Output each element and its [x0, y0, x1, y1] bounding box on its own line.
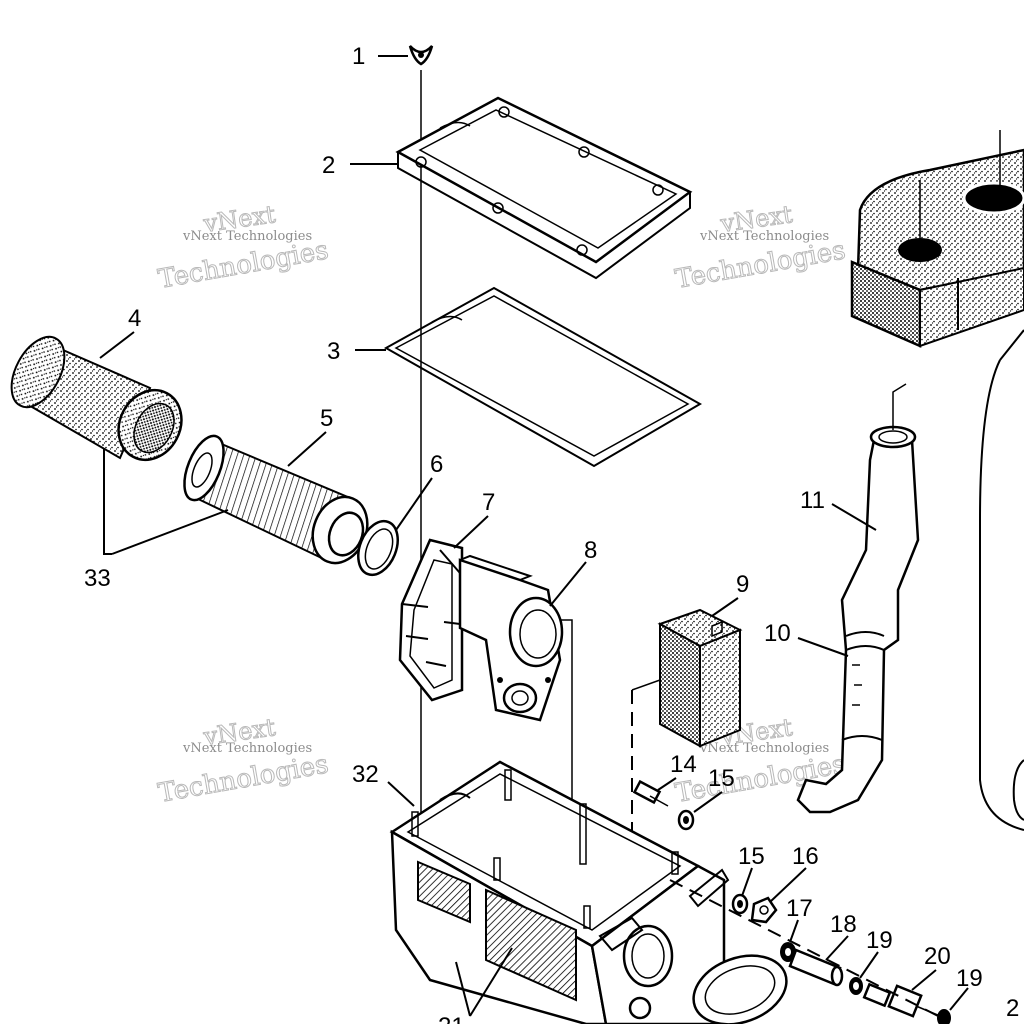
callout-14: 14 [670, 751, 697, 778]
callout-2: 2 [322, 152, 335, 179]
callout-10: 10 [764, 620, 791, 647]
bolt-14 [632, 779, 669, 807]
callout-20: 20 [924, 943, 951, 970]
callout-1: 1 [352, 43, 365, 70]
svg-text:vNext Technologies: vNext Technologies [699, 229, 829, 244]
callout-15-upper: 15 [708, 765, 735, 792]
callout-21: 21 [438, 1013, 465, 1024]
clamp-19-upper [849, 977, 863, 995]
callout-19-lower: 19 [956, 965, 983, 992]
callout-2-partial: 2 [1006, 995, 1019, 1022]
top-right-housing [850, 130, 1024, 831]
callout-19-upper: 19 [866, 927, 893, 954]
svg-text:vNext Technologies: vNext Technologies [182, 741, 312, 756]
grommet-17 [780, 942, 796, 962]
airbox-cover [395, 96, 693, 280]
callout-8: 8 [584, 537, 597, 564]
clamp-19-lower [937, 1009, 951, 1024]
leader-foam-block [631, 679, 661, 691]
cover-gasket [383, 286, 703, 468]
pre-filter-sleeve [10, 335, 183, 462]
filter-adapter [458, 554, 564, 722]
callout-6: 6 [430, 451, 443, 478]
leader-lines [99, 55, 969, 1017]
pleated-air-filter [183, 434, 369, 565]
watermark-left-bottom: vNext vNext Technologies Technologies [156, 713, 332, 810]
washer-15-lower [731, 893, 749, 915]
callout-4: 4 [128, 305, 141, 332]
leader-tube-top [892, 383, 907, 430]
sleeve-18 [788, 948, 844, 987]
fitting-20 [862, 982, 941, 1018]
callout-32: 32 [352, 761, 379, 788]
callout-33: 33 [84, 565, 111, 592]
watermark-left-top: vNext vNext Technologies Technologies [156, 200, 332, 296]
svg-text:vNext Technologies: vNext Technologies [699, 741, 829, 756]
callout-9: 9 [736, 571, 749, 598]
callout-labels: 1 2 3 4 5 6 7 8 9 10 11 14 15 15 16 17 1… [84, 43, 1019, 1024]
svg-text:Technologies: Technologies [156, 235, 331, 294]
intake-tube [796, 383, 920, 814]
callout-15-lower: 15 [738, 843, 765, 870]
svg-text:vNext Technologies: vNext Technologies [182, 229, 312, 244]
callout-11: 11 [800, 487, 825, 514]
svg-text:Technologies: Technologies [156, 749, 331, 808]
o-ring [357, 519, 399, 577]
callout-5: 5 [320, 405, 333, 432]
flange-gasket [398, 538, 469, 702]
callout-18: 18 [830, 911, 857, 938]
wing-nut [408, 45, 434, 66]
callout-17: 17 [786, 895, 813, 922]
callout-16: 16 [792, 843, 819, 870]
airbox-base [389, 760, 788, 1024]
watermark-right-top: vNext vNext Technologies Technologies [673, 200, 849, 296]
callout-3: 3 [327, 338, 340, 365]
washer-15-upper [677, 809, 695, 831]
foam-block [657, 608, 743, 748]
callout-7: 7 [482, 489, 495, 516]
svg-text:Technologies: Technologies [673, 235, 848, 294]
leader-adapter-down [560, 619, 573, 830]
nut-16 [750, 896, 778, 924]
hardware-axis [669, 879, 947, 1021]
